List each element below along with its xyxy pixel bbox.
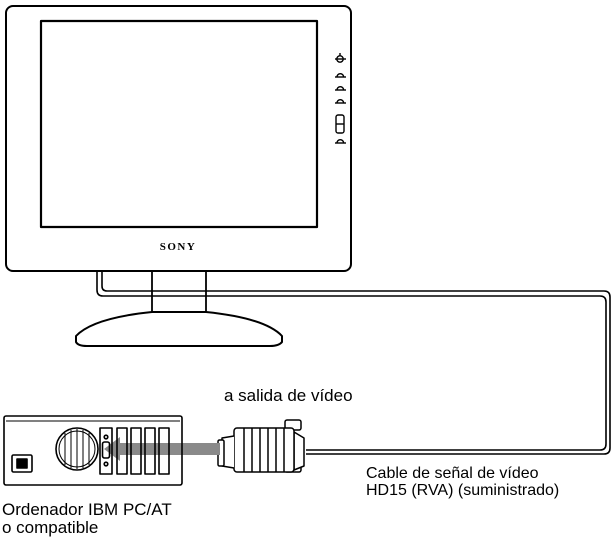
- expansion-slots: [116, 427, 170, 475]
- control-button-3: [335, 99, 346, 104]
- computer: [3, 415, 183, 486]
- computer-label-line1: Ordenador IBM PC/AT: [2, 500, 172, 519]
- hd15-connector: [217, 419, 305, 473]
- control-button-2: [335, 86, 346, 91]
- monitor: [5, 5, 352, 347]
- connection-arrow: [104, 437, 220, 461]
- power-button: [335, 53, 346, 63]
- control-button-1: [335, 73, 346, 78]
- signal-cable: [96, 271, 611, 455]
- computer-label-line2: o compatible: [2, 518, 99, 537]
- cable-inner-line: [101, 271, 611, 455]
- monitor-screen: [39, 19, 319, 229]
- monitor-bezel: [5, 5, 352, 272]
- control-switch: [335, 114, 345, 134]
- fan-grille: [55, 427, 99, 471]
- cable-label-line1: Cable de señal de vídeo: [366, 465, 539, 482]
- monitor-brand: SONY: [160, 241, 197, 253]
- monitor-base: [75, 311, 283, 347]
- control-button-4: [335, 139, 346, 144]
- cable-outer-line: [96, 271, 607, 451]
- cable-label-line2: HD15 (RVA) (suministrado): [366, 482, 560, 499]
- monitor-controls: [335, 53, 346, 144]
- computer-case: [3, 415, 183, 486]
- connector-strain-relief: [293, 431, 305, 471]
- video-output-label: a salida de vídeo: [224, 386, 353, 405]
- video-output-port: [99, 427, 113, 475]
- power-socket: [11, 454, 33, 473]
- connector-ribs: [243, 428, 285, 472]
- connector-body: [233, 427, 295, 473]
